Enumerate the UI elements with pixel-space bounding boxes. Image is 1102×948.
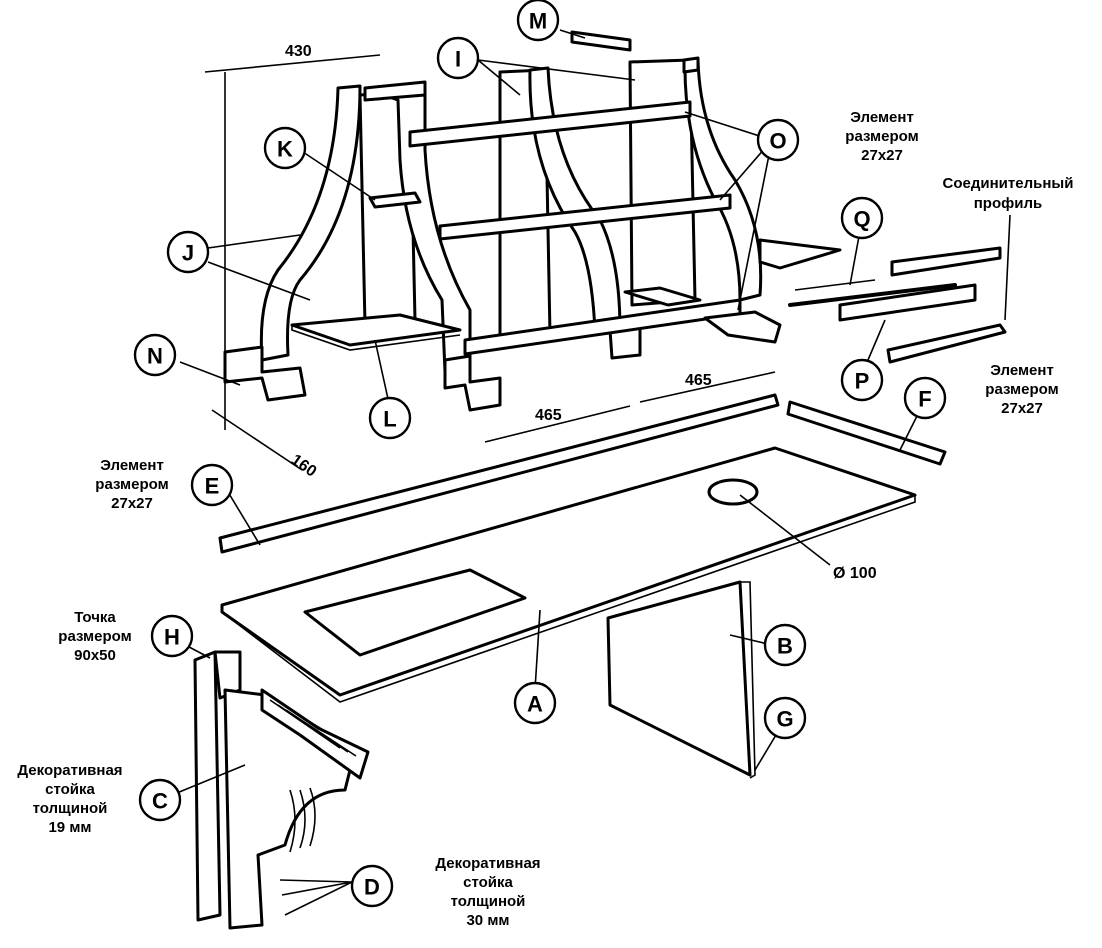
svg-text:H: H xyxy=(164,625,180,650)
svg-text:D: D xyxy=(364,875,380,900)
svg-text:27x27: 27x27 xyxy=(111,495,153,512)
dim-465-left: 465 xyxy=(535,407,562,424)
svg-text:27x27: 27x27 xyxy=(1001,400,1043,417)
svg-text:I: I xyxy=(455,47,461,72)
svg-text:Декоративная: Декоративная xyxy=(17,762,122,779)
callout-J: J xyxy=(166,230,210,274)
svg-text:Элемент: Элемент xyxy=(990,362,1054,379)
svg-text:Элемент: Элемент xyxy=(100,457,164,474)
worktop-a xyxy=(220,446,917,703)
callout-A: A xyxy=(513,681,557,725)
svg-text:L: L xyxy=(383,407,396,432)
leader-lines xyxy=(171,29,1011,916)
svg-text:E: E xyxy=(205,474,220,499)
note-element-27-right: Элемент размером 27x27 xyxy=(985,362,1058,417)
svg-text:J: J xyxy=(182,241,194,266)
svg-text:N: N xyxy=(147,344,163,369)
svg-text:Q: Q xyxy=(853,207,870,232)
callout-K: K xyxy=(263,126,307,170)
callout-E: E xyxy=(190,463,234,507)
callout-L: L xyxy=(368,396,412,440)
svg-text:размером: размером xyxy=(845,128,918,145)
svg-text:профиль: профиль xyxy=(974,195,1042,212)
svg-text:P: P xyxy=(855,369,870,394)
svg-text:C: C xyxy=(152,789,168,814)
svg-text:Соединительный: Соединительный xyxy=(943,175,1074,192)
svg-text:30 мм: 30 мм xyxy=(466,912,509,929)
note-element-27-top: Элемент размером 27x27 xyxy=(845,109,918,164)
callout-P: P xyxy=(840,358,884,402)
svg-text:F: F xyxy=(918,387,931,412)
note-element-27-left: Элемент размером 27x27 xyxy=(95,457,168,512)
connecting-profiles xyxy=(788,246,1007,364)
svg-text:размером: размером xyxy=(58,628,131,645)
callout-I: I xyxy=(436,36,480,80)
svg-text:M: M xyxy=(529,9,547,34)
callout-O: O xyxy=(756,118,800,162)
svg-text:A: A xyxy=(527,692,543,717)
dimensions: 430 160 465 465 Ø 100 xyxy=(204,43,877,582)
svg-text:толщиной: толщиной xyxy=(451,893,526,910)
callout-C: C xyxy=(138,778,182,822)
callout-B: B xyxy=(763,623,807,667)
dim-430: 430 xyxy=(285,43,312,60)
svg-text:размером: размером xyxy=(95,476,168,493)
note-point-90x50: Точка размером 90x50 xyxy=(58,609,131,664)
hole-diameter-label: Ø 100 xyxy=(833,565,877,582)
callout-H: H xyxy=(150,614,194,658)
callout-N: N xyxy=(133,333,177,377)
callout-Q: Q xyxy=(840,196,884,240)
svg-text:O: O xyxy=(769,129,786,154)
note-decor-19mm: Декоративная стойка толщиной 19 мм xyxy=(17,762,122,836)
dim-160: 160 xyxy=(288,451,320,480)
svg-text:90x50: 90x50 xyxy=(74,647,116,664)
base-b xyxy=(606,580,756,779)
svg-text:толщиной: толщиной xyxy=(33,800,108,817)
callout-G: G xyxy=(763,696,807,740)
callout-D: D xyxy=(350,864,394,908)
svg-text:B: B xyxy=(777,634,793,659)
note-connecting-profile: Соединительный профиль xyxy=(943,175,1074,212)
svg-text:размером: размером xyxy=(985,381,1058,398)
svg-text:Точка: Точка xyxy=(74,609,116,626)
shelf-unit xyxy=(223,30,842,412)
dim-465-right: 465 xyxy=(685,372,712,389)
svg-text:27x27: 27x27 xyxy=(861,147,903,164)
note-decor-30mm: Декоративная стойка толщиной 30 мм xyxy=(435,855,540,929)
decorative-stands xyxy=(193,650,370,930)
svg-text:19 мм: 19 мм xyxy=(48,819,91,836)
svg-text:G: G xyxy=(776,707,793,732)
svg-text:Элемент: Элемент xyxy=(850,109,914,126)
svg-text:стойка: стойка xyxy=(45,781,95,798)
callout-F: F xyxy=(903,376,947,420)
svg-text:стойка: стойка xyxy=(463,874,513,891)
svg-text:K: K xyxy=(277,137,293,162)
rails xyxy=(218,393,947,554)
callout-M: M xyxy=(516,0,560,42)
svg-text:Декоративная: Декоративная xyxy=(435,855,540,872)
